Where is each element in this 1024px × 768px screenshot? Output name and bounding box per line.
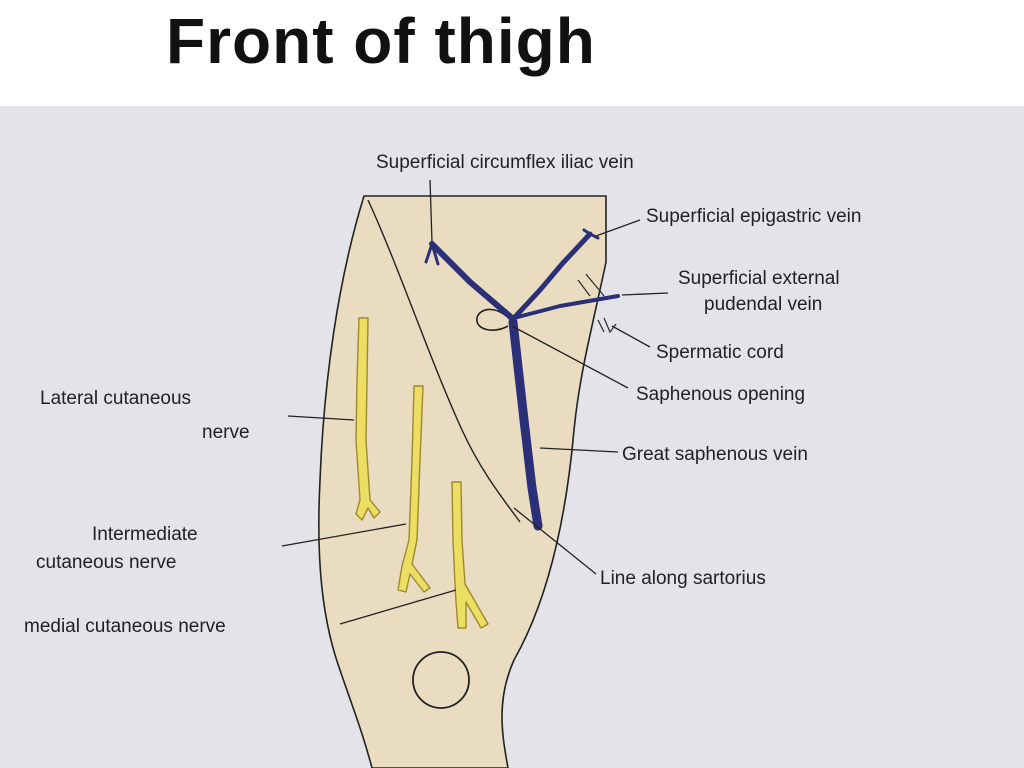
label-lateral-cutaneous-nerve-line1: Lateral cutaneous: [40, 388, 191, 409]
great-saphenous-vein: [508, 317, 543, 531]
intermediate-cutaneous-nerve: [397, 385, 431, 593]
thigh-diagram: Superficial circumflex iliac vein Superf…: [0, 106, 1024, 768]
label-intermediate-cutaneous-nerve-line2: cutaneous nerve: [36, 552, 177, 573]
labels: Superficial circumflex iliac vein Superf…: [24, 152, 861, 637]
label-superficial-external-pudendal-vein-line2: pudendal vein: [704, 294, 822, 315]
slide-title: Front of thigh: [166, 5, 596, 77]
label-great-saphenous-vein: Great saphenous vein: [622, 444, 808, 465]
sartorius-line: [367, 199, 521, 523]
patella-circle: [412, 651, 470, 709]
superficial-external-pudendal-vein: [512, 294, 620, 320]
label-lateral-cutaneous-nerve-line2: nerve: [202, 422, 250, 443]
veins: [424, 228, 620, 531]
label-spermatic-cord: Spermatic cord: [656, 342, 784, 363]
medial-cutaneous-nerve: [451, 481, 489, 629]
label-superficial-external-pudendal-vein-line1: Superficial external: [678, 268, 840, 289]
label-line-along-sartorius: Line along sartorius: [600, 568, 766, 589]
label-saphenous-opening: Saphenous opening: [636, 384, 805, 405]
saphenous-opening: [476, 308, 513, 331]
label-superficial-circumflex-iliac-vein: Superficial circumflex iliac vein: [376, 152, 634, 173]
superficial-epigastric-vein: [511, 231, 593, 321]
thigh-outline: [318, 195, 607, 768]
lateral-cutaneous-nerve: [355, 317, 381, 521]
label-medial-cutaneous-nerve: medial cutaneous nerve: [24, 616, 226, 637]
label-intermediate-cutaneous-nerve-line1: Intermediate: [92, 524, 198, 545]
label-superficial-epigastric-vein: Superficial epigastric vein: [646, 206, 861, 227]
leader-lines: [281, 179, 669, 625]
superficial-circumflex-iliac-vein: [429, 241, 515, 321]
nerves: [355, 317, 489, 629]
